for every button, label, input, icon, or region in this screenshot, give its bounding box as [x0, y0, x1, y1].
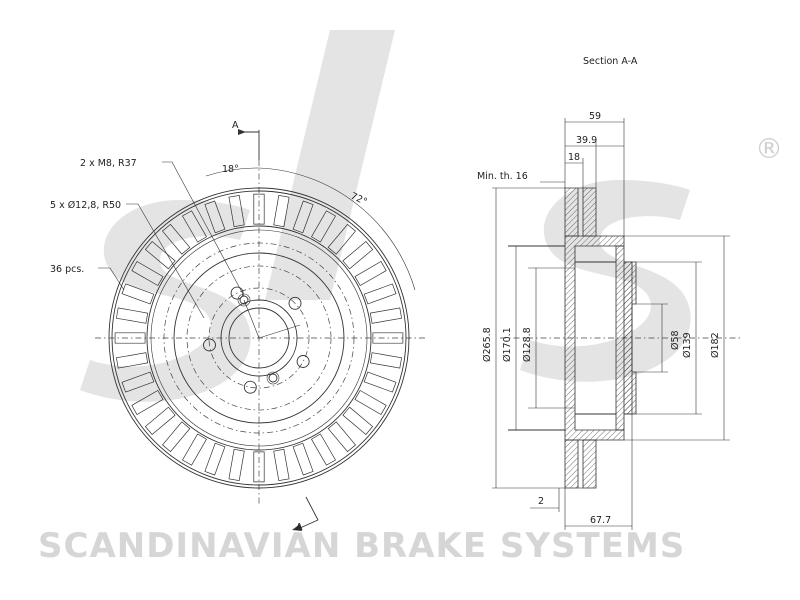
- thread-label: 2 x M8, R37: [80, 158, 137, 169]
- vane: [292, 200, 314, 234]
- section-marker-top: A: [232, 120, 239, 131]
- friction-face-bottom-left: [564, 439, 579, 489]
- hub-face: [623, 261, 637, 415]
- vane: [292, 442, 314, 476]
- vane-inner-circle: [146, 225, 372, 451]
- section-arrow-bottom: [299, 519, 319, 529]
- section-arrowhead-top: [238, 129, 246, 135]
- section-arrowhead-bottom: [292, 524, 302, 531]
- vane: [311, 433, 336, 466]
- vane: [327, 223, 356, 255]
- vane: [121, 283, 155, 305]
- vane: [228, 448, 245, 482]
- center-bore: [228, 307, 290, 369]
- vane: [144, 241, 176, 270]
- vane: [114, 332, 146, 344]
- vane: [182, 433, 207, 466]
- section-view: Section A-A 59 39.9 18 Min. th. 16: [477, 56, 740, 530]
- threaded-hole-2-outer: [266, 371, 280, 385]
- outer-rim-inner-edge: [111, 190, 407, 486]
- dim-2: 2: [538, 496, 544, 507]
- diameter-139-circle: [186, 265, 332, 411]
- registered-mark: ®: [755, 132, 783, 165]
- dia-58: Ø58: [670, 330, 681, 350]
- dim-67-7: 67.7: [590, 515, 611, 526]
- dia-139: Ø139: [682, 332, 693, 358]
- cooling-vanes: [114, 193, 404, 483]
- radius-line-hole: [258, 324, 301, 339]
- section-line-bottom: [305, 496, 319, 521]
- vane: [369, 307, 403, 324]
- vanes-leader: [98, 267, 125, 291]
- vane: [162, 223, 191, 255]
- vane: [354, 390, 387, 415]
- vane: [115, 352, 149, 369]
- vane: [342, 406, 374, 435]
- section-title: Section A-A: [583, 56, 638, 67]
- vane: [369, 352, 403, 369]
- vane: [182, 210, 207, 243]
- angle-arc-18: [205, 167, 260, 177]
- bolt-holes: [203, 286, 310, 394]
- vane: [204, 442, 226, 476]
- vanes-label: 36 pcs.: [50, 264, 84, 275]
- dim-18: 18: [568, 152, 580, 163]
- angle-arc-72: [258, 167, 416, 291]
- vane: [228, 194, 245, 228]
- vane: [144, 406, 176, 435]
- vane: [253, 451, 265, 483]
- friction-face-top-right: [582, 187, 597, 237]
- hat-diameter-182: [163, 242, 355, 434]
- outer-rim: [108, 187, 410, 489]
- dim-59: 59: [589, 111, 601, 122]
- hole-leader: [126, 203, 205, 319]
- vane: [342, 241, 374, 270]
- vane: [327, 421, 356, 453]
- vane: [273, 194, 290, 228]
- threaded-hole-2: [268, 373, 278, 383]
- front-view: 18° 72° A A 2 x M8, R37 5 x Ø12,8, R50 3…: [50, 120, 425, 533]
- vane: [115, 307, 149, 324]
- bolt-hole: [243, 380, 257, 394]
- vane: [311, 210, 336, 243]
- bolt-hole: [296, 355, 310, 368]
- vane: [121, 371, 155, 393]
- dia-182: Ø182: [710, 332, 721, 358]
- vane: [363, 283, 397, 305]
- dim-39-9: 39.9: [576, 135, 597, 146]
- thread-leader: [162, 161, 245, 297]
- threaded-hole-1-outer: [237, 293, 251, 307]
- vane: [131, 390, 164, 415]
- vane: [131, 261, 164, 286]
- angle-label-18: 18°: [222, 164, 239, 175]
- center-bore-outer: [220, 299, 298, 377]
- dia-170-1: Ø170.1: [502, 327, 513, 362]
- dia-265-8: Ø265.8: [482, 327, 493, 362]
- vane: [162, 421, 191, 453]
- dia-128-8: Ø128.8: [522, 327, 533, 362]
- hat-wall: [564, 235, 625, 441]
- section-marker-bottom: A: [296, 522, 303, 533]
- hole-label: 5 x Ø12,8, R50: [50, 200, 121, 211]
- friction-inner-edge: [150, 229, 368, 447]
- vane: [372, 332, 404, 344]
- bolt-hole: [230, 286, 244, 300]
- friction-face-bottom-right: [582, 439, 597, 489]
- friction-face-top-left: [564, 187, 579, 237]
- min-thickness-label: Min. th. 16: [477, 171, 528, 182]
- watermark-text: SCANDINAVIAN BRAKE SYSTEMS: [38, 526, 685, 566]
- radius-line-thread: [243, 299, 260, 339]
- vane: [273, 448, 290, 482]
- vane: [253, 193, 265, 225]
- bolt-circle: [208, 287, 310, 389]
- bolt-hole: [288, 296, 302, 310]
- vane: [354, 261, 387, 286]
- vane: [363, 371, 397, 393]
- hat-outer: [173, 252, 345, 424]
- bolt-hole: [203, 338, 216, 352]
- vane: [204, 200, 226, 234]
